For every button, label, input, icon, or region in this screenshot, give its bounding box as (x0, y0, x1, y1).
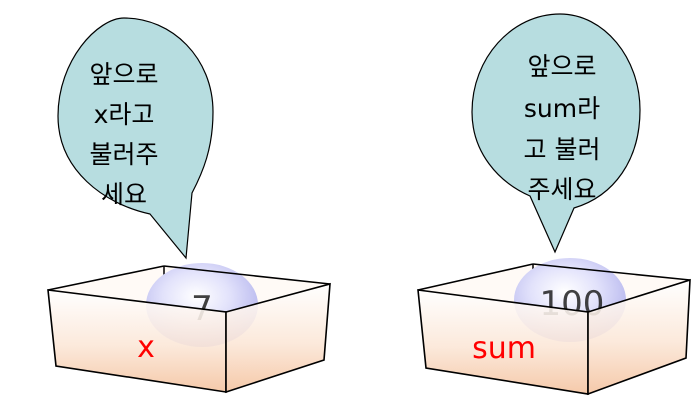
speech-bubble-x (57, 17, 214, 260)
panel-sum: 앞으로 sum라 고 불러 주세요 100 sum (417, 13, 691, 396)
box-x-rim-back-right (163, 265, 331, 285)
bubble-text-x-line2: x라고 (94, 100, 155, 129)
box-x-rim-back-left (47, 265, 165, 291)
bubble-text-sum-line1: 앞으로 (527, 52, 596, 81)
variable-name-x: x (137, 330, 155, 365)
box-sum-rim-back-right (532, 263, 691, 281)
bubble-text-x-line3: 불러주 (89, 140, 158, 169)
bubble-text-sum-line2: sum라 (524, 94, 600, 123)
panel-x: 앞으로 x라고 불러주 세요 7 x (47, 17, 331, 394)
speech-bubble-sum (471, 13, 641, 254)
box-x-right-face (225, 282, 331, 394)
box-sum-rim-back-left (417, 263, 534, 291)
variable-name-sum: sum (472, 331, 536, 366)
bubble-text-sum-line4: 주세요 (527, 175, 596, 204)
box-sum-right-face (587, 278, 691, 396)
bubble-text-x-line4: 세요 (101, 180, 147, 209)
bubble-text-x-line1: 앞으로 (89, 60, 158, 89)
bubble-text-sum-line3: 고 불러 (524, 135, 601, 164)
